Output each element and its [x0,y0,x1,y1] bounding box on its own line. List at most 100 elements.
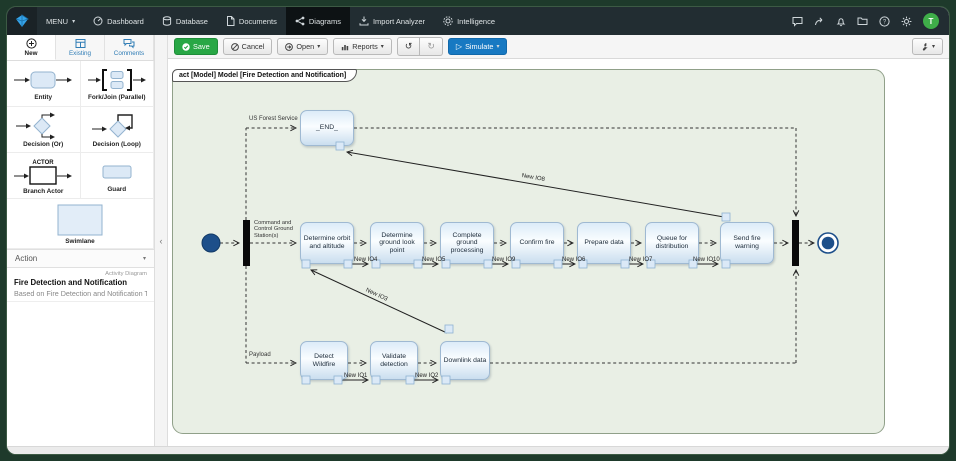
palette-item-swimlane[interactable]: Swimlane [7,199,154,249]
chevron-down-icon: ▾ [72,18,76,25]
palette-item-fork-join[interactable]: Fork/Join (Parallel) [80,61,154,107]
fork-bar[interactable] [243,220,250,266]
palette-label: Branch Actor [23,187,64,195]
node-determine-ground-look[interactable]: Determine ground look point [370,222,424,264]
cancel-button[interactable]: Cancel [222,38,273,55]
edge-label-io8: New IO8 [521,173,546,183]
menu-dropdown[interactable]: MENU▾ [37,7,84,35]
edge-label-io2: New IO2 [415,373,439,379]
activity-diagram[interactable]: act [Model] Model [Fire Detection and No… [172,69,885,434]
node-queue-distribution[interactable]: Queue for distribution [645,222,699,264]
notifications-bell-icon[interactable] [836,16,846,27]
play-icon: ▷ [455,42,463,51]
palette-item-branch-actor[interactable]: ACTOR Branch Actor [7,153,81,199]
save-label: Save [193,42,210,51]
diagram-type-badge: Activity Diagram [105,271,147,277]
app-logo[interactable] [7,7,37,35]
action-section-header[interactable]: Action ▾ [7,249,154,268]
chevron-down-icon: ▾ [496,44,500,50]
action-title[interactable]: Fire Detection and Notification [14,278,128,287]
palette-label: Entity [34,93,53,101]
end-node-outer[interactable] [817,232,839,254]
nav-item-dashboard[interactable]: Dashboard [84,7,153,35]
chevron-down-icon: ▾ [931,44,935,50]
node-end[interactable]: _END_ [300,110,354,146]
projects-folder-icon[interactable] [857,16,868,26]
comments-icon[interactable] [792,16,803,27]
action-details: Activity Diagram Fire Detection and Noti… [7,268,154,302]
node-send-fire-warning[interactable]: Send fire warning [720,222,774,264]
palette-item-decision-or[interactable]: Decision (Or) [7,107,81,153]
database-icon [162,16,171,26]
reports-button[interactable]: Reports ▾ [333,38,392,55]
app-window: MENU▾ Dashboard Database Documents Diagr… [6,6,950,455]
tab-new[interactable]: New [7,35,56,60]
nav-item-import-analyzer[interactable]: Import Analyzer [350,7,434,35]
redo-button[interactable]: ↻ [420,37,443,56]
decision-or-shape-icon [16,112,56,139]
open-button[interactable]: Open ▾ [277,38,329,55]
edge-label-io3: New IO3 [365,287,389,303]
diagram-canvas-area[interactable]: act [Model] Model [Fire Detection and No… [168,59,949,446]
sidebar-collapse-handle[interactable]: ‹ [155,35,168,446]
new-plus-icon [25,37,37,49]
palette-item-entity[interactable]: Entity [7,61,81,107]
settings-gear-icon[interactable] [901,16,912,27]
tab-existing[interactable]: Existing [56,35,105,60]
palette-item-decision-loop[interactable]: Decision (Loop) [80,107,154,153]
tab-label: Comments [113,50,145,57]
palette-label: Fork/Join (Parallel) [87,93,146,101]
palette-label: Decision (Loop) [92,140,141,148]
save-button[interactable]: Save [174,38,218,55]
nav-label: Database [175,16,208,26]
nav-item-documents[interactable]: Documents [217,7,286,35]
svg-text:ACTOR: ACTOR [33,160,55,166]
horizontal-scrollbar[interactable] [7,446,949,454]
tab-label: Existing [68,50,92,57]
nav-item-intelligence[interactable]: Intelligence [434,7,504,35]
shape-palette-sidebar: New Existing Comments [7,35,155,446]
svg-text:?: ? [883,19,887,25]
chevron-down-icon: ▾ [142,256,146,262]
user-avatar[interactable]: T [923,13,939,29]
node-downlink-data[interactable]: Downlink data [440,341,490,380]
entity-shape-icon [14,71,73,88]
diagram-icon [295,16,305,26]
fork-join-shape-icon [87,68,146,91]
redo-icon: ↻ [427,41,435,51]
tab-comments[interactable]: Comments [105,35,154,60]
chevron-down-icon: ▾ [317,44,321,50]
join-bar[interactable] [792,220,799,266]
diagram-frame-title: act [Model] Model [Fire Detection and No… [172,69,358,82]
node-determine-orbit[interactable]: Determine orbit and altitude [300,222,354,264]
tools-wrench-button[interactable]: ▾ [911,38,943,55]
node-complete-ground-processing[interactable]: Complete ground processing [440,222,494,264]
nav-item-database[interactable]: Database [153,7,217,35]
node-validate-detection[interactable]: Validate detection [370,341,418,380]
palette-label: Guard [107,185,127,193]
wrench-icon [922,42,928,51]
document-icon [226,16,235,26]
nav-item-diagrams[interactable]: Diagrams [285,7,350,35]
node-confirm-fire[interactable]: Confirm fire [510,222,564,264]
decision-loop-shape-icon [91,113,133,138]
check-icon [182,42,190,51]
nav-label: Documents [238,16,277,26]
shape-palette: Entity Fork/Join (Parallel) [7,61,154,249]
share-icon[interactable] [814,16,825,27]
node-detect-wildfire[interactable]: Detect Wildfire [300,341,348,380]
help-icon[interactable]: ? [879,15,890,27]
undo-button[interactable]: ↺ [396,37,421,56]
comments-bubbles-icon [123,39,135,49]
simulate-label: Simulate [465,42,494,51]
palette-item-guard[interactable]: Guard [80,153,154,199]
action-subtitle: Based on Fire Detection and Notification… [14,289,147,298]
lane-label-us-forest-service: US Forest Service [249,116,298,122]
start-node[interactable] [201,233,221,253]
intelligence-icon [443,16,453,26]
lane-label-command-control: Command and Control Ground Station(s) [254,220,293,239]
simulate-button[interactable]: ▷ Simulate ▾ [447,38,508,55]
node-prepare-data[interactable]: Prepare data [577,222,631,264]
cancel-label: Cancel [241,42,265,51]
reports-label: Reports [352,42,378,51]
